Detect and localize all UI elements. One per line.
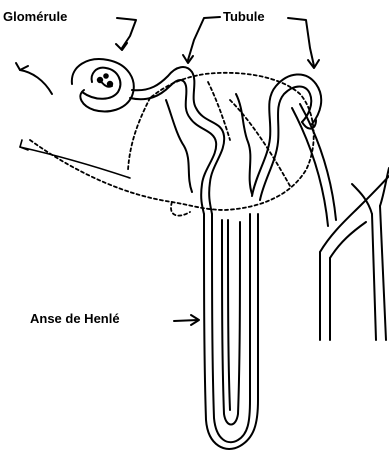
glomerulus <box>72 59 134 111</box>
label-tubule: Tubule <box>223 9 265 24</box>
anse-pointer <box>174 315 199 325</box>
tubule-pointer <box>183 17 319 68</box>
glomerule-pointer <box>116 18 136 50</box>
collecting-duct <box>320 168 389 340</box>
distal-tubule <box>252 74 336 226</box>
outflow-arrow <box>20 140 130 178</box>
inflow-arrow <box>16 63 52 94</box>
proximal-tubule <box>130 67 252 214</box>
label-anse-de-henle: Anse de Henlé <box>30 311 120 326</box>
loop-of-henle <box>204 214 258 449</box>
label-glomerule: Glomérule <box>3 9 67 24</box>
